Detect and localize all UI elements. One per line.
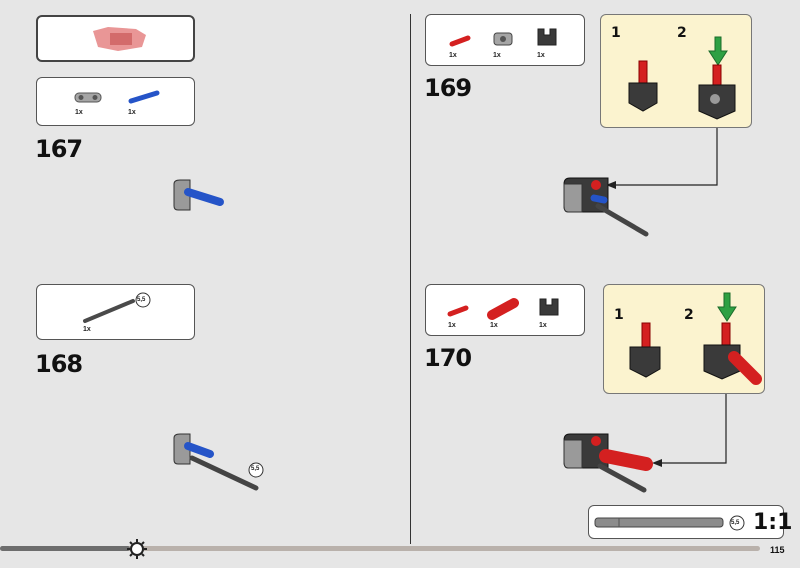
page-number: 115: [770, 545, 785, 555]
length-circle-icon: [135, 292, 151, 308]
parts-list-168: 5,5 1x: [36, 284, 195, 340]
substep-1-image: [628, 60, 658, 112]
red-pin-icon: [449, 35, 471, 47]
step-167-assembly-image: [173, 179, 224, 211]
scale-length: 5,5: [731, 520, 740, 526]
substep-box-169: 1 2: [600, 14, 752, 128]
substep-number: 2: [677, 25, 687, 41]
blue-pin-icon: [128, 90, 160, 104]
parts-list-169: 1x 1x 1x: [425, 14, 585, 66]
part-qty: 1x: [75, 109, 83, 116]
step-number: 169: [424, 74, 472, 102]
part-qty: 1x: [539, 322, 547, 329]
red-beam-icon: [487, 298, 519, 320]
substep-number: 2: [684, 307, 694, 323]
step-168-assembly-image: [173, 433, 264, 491]
model-preview-box: [36, 15, 195, 62]
substep-1-image: [629, 322, 661, 378]
axle-scale-icon: [594, 517, 724, 528]
length-circle-icon: [729, 515, 745, 531]
grey-connector-icon: [493, 32, 513, 46]
part-qty: 1x: [537, 52, 545, 59]
step-number: 167: [35, 135, 83, 163]
substep-2-image: [703, 322, 762, 385]
scale-ruler-box: 5,5 1:1: [588, 505, 792, 539]
part-qty: 1x: [128, 109, 136, 116]
substep-number: 1: [611, 25, 621, 41]
part-qty: 1x: [449, 52, 457, 59]
progress-gear-icon: [127, 539, 147, 559]
part-qty: 1x: [83, 326, 91, 333]
green-arrow-icon: [708, 36, 728, 66]
axle-connector-icon: [74, 92, 102, 103]
progress-fill: [0, 546, 130, 551]
substep-2-image: [698, 64, 736, 120]
scale-label: 1:1: [753, 510, 793, 535]
dark-bracket-icon: [537, 28, 557, 46]
progress-track: [0, 546, 760, 551]
substep-number: 1: [614, 307, 624, 323]
part-qty: 1x: [448, 322, 456, 329]
part-qty: 1x: [493, 52, 501, 59]
step-169-assembly-image: [563, 177, 649, 237]
page-divider: [410, 14, 411, 544]
step-170-assembly-image: [563, 433, 653, 493]
part-qty: 1x: [490, 322, 498, 329]
callout-axle-length: 5,5: [251, 466, 260, 472]
grey-axle-icon: [83, 299, 135, 323]
step-number: 168: [35, 350, 83, 378]
dark-bracket-icon: [539, 298, 559, 316]
substep-box-170: 1 2: [603, 284, 765, 394]
step-number: 170: [424, 344, 472, 372]
model-preview-image: [93, 27, 146, 51]
parts-list-170: 1x 1x 1x: [425, 284, 585, 336]
axle-length: 5,5: [137, 297, 146, 303]
parts-list-167: 1x 1x: [36, 77, 195, 126]
red-pin-icon: [447, 305, 469, 317]
green-arrow-icon: [717, 292, 737, 322]
